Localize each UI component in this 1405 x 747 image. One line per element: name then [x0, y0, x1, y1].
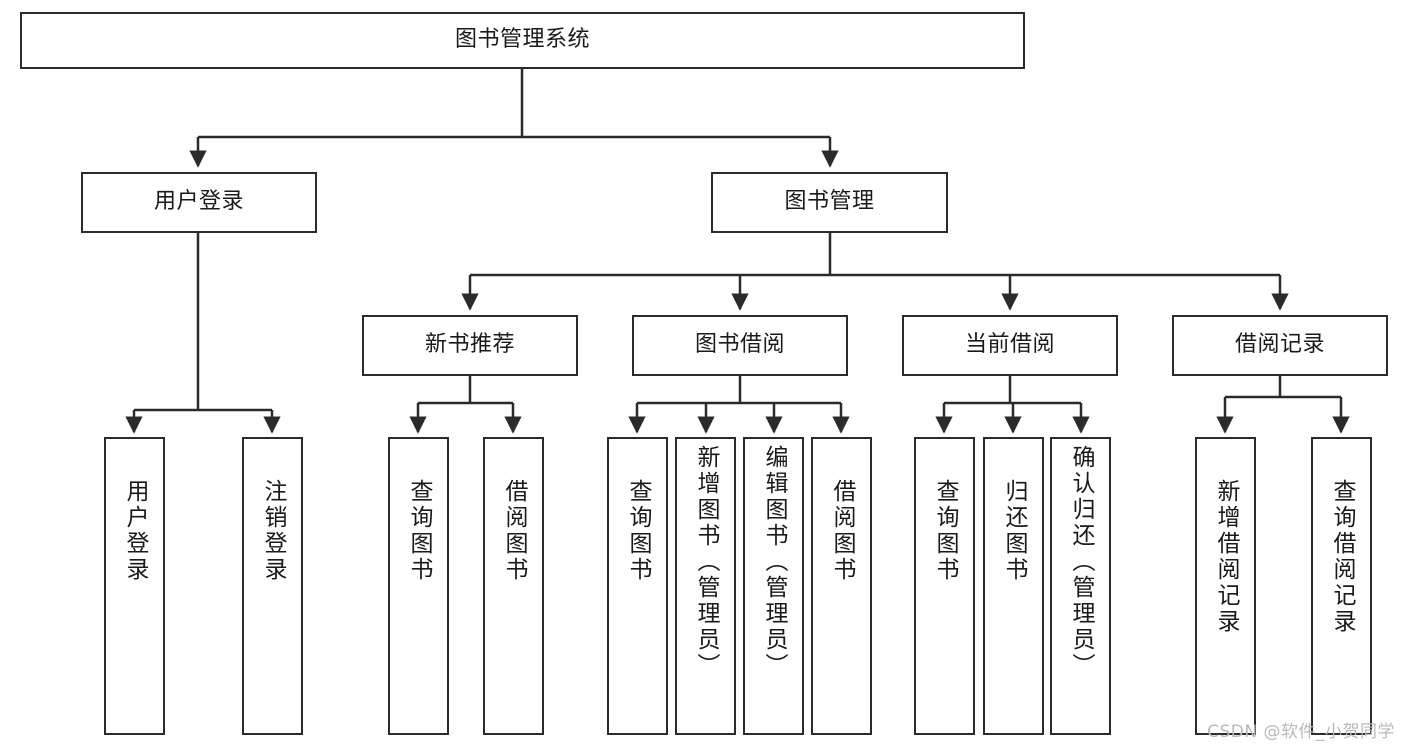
node-root[interactable]: 图书管理系统: [20, 12, 1025, 69]
leaf-record-add-record[interactable]: 新增借阅记录: [1195, 437, 1256, 735]
leaf-borrow-edit-book[interactable]: 编辑图书（管理员）: [743, 437, 804, 735]
node-current-borrow[interactable]: 当前借阅: [902, 315, 1118, 376]
leaf-record-query-record[interactable]: 查询借阅记录: [1311, 437, 1372, 735]
leaf-borrow-borrow-book[interactable]: 借阅图书: [811, 437, 872, 735]
leaf-borrow-query-book-label: 查询图书: [625, 479, 651, 583]
node-book-borrow[interactable]: 图书借阅: [632, 315, 848, 376]
node-book-management-label: 图书管理: [784, 189, 875, 215]
leaf-user-login-signout[interactable]: 注销登录: [242, 437, 303, 735]
leaf-current-return-book-label: 归还图书: [1001, 479, 1027, 583]
node-user-login[interactable]: 用户登录: [81, 172, 317, 233]
leaf-recommend-query-book-label: 查询图书: [406, 479, 432, 583]
node-new-book-recommend-label: 新书推荐: [424, 332, 515, 358]
leaf-user-login-signout-label: 注销登录: [260, 479, 286, 583]
leaf-recommend-borrow-book-label: 借阅图书: [501, 479, 527, 583]
csdn-watermark: CSDN @软件_小贺同学: [1207, 722, 1395, 742]
node-current-borrow-label: 当前借阅: [964, 332, 1055, 358]
node-borrow-record[interactable]: 借阅记录: [1172, 315, 1388, 376]
leaf-current-return-book[interactable]: 归还图书: [983, 437, 1044, 735]
leaf-user-login-signin-label: 用户登录: [122, 479, 148, 583]
node-root-label: 图书管理系统: [454, 27, 590, 53]
leaf-current-confirm-return[interactable]: 确认归还（管理员）: [1050, 437, 1111, 735]
leaf-current-confirm-return-label: 确认归还（管理员）: [1068, 445, 1094, 679]
node-book-management[interactable]: 图书管理: [711, 172, 948, 233]
leaf-record-query-record-label: 查询借阅记录: [1329, 479, 1355, 635]
node-book-borrow-label: 图书借阅: [694, 332, 785, 358]
node-user-login-label: 用户登录: [153, 189, 244, 215]
leaf-user-login-signin[interactable]: 用户登录: [104, 437, 165, 735]
leaf-recommend-borrow-book[interactable]: 借阅图书: [483, 437, 544, 735]
leaf-borrow-add-book-label: 新增图书（管理员）: [693, 445, 719, 679]
leaf-borrow-borrow-book-label: 借阅图书: [829, 479, 855, 583]
leaf-borrow-query-book[interactable]: 查询图书: [607, 437, 668, 735]
leaf-record-add-record-label: 新增借阅记录: [1213, 479, 1239, 635]
node-new-book-recommend[interactable]: 新书推荐: [362, 315, 578, 376]
leaf-current-query-book[interactable]: 查询图书: [914, 437, 975, 735]
leaf-recommend-query-book[interactable]: 查询图书: [388, 437, 449, 735]
leaf-borrow-add-book[interactable]: 新增图书（管理员）: [675, 437, 736, 735]
node-borrow-record-label: 借阅记录: [1234, 332, 1325, 358]
leaf-current-query-book-label: 查询图书: [932, 479, 958, 583]
leaf-borrow-edit-book-label: 编辑图书（管理员）: [761, 445, 787, 679]
